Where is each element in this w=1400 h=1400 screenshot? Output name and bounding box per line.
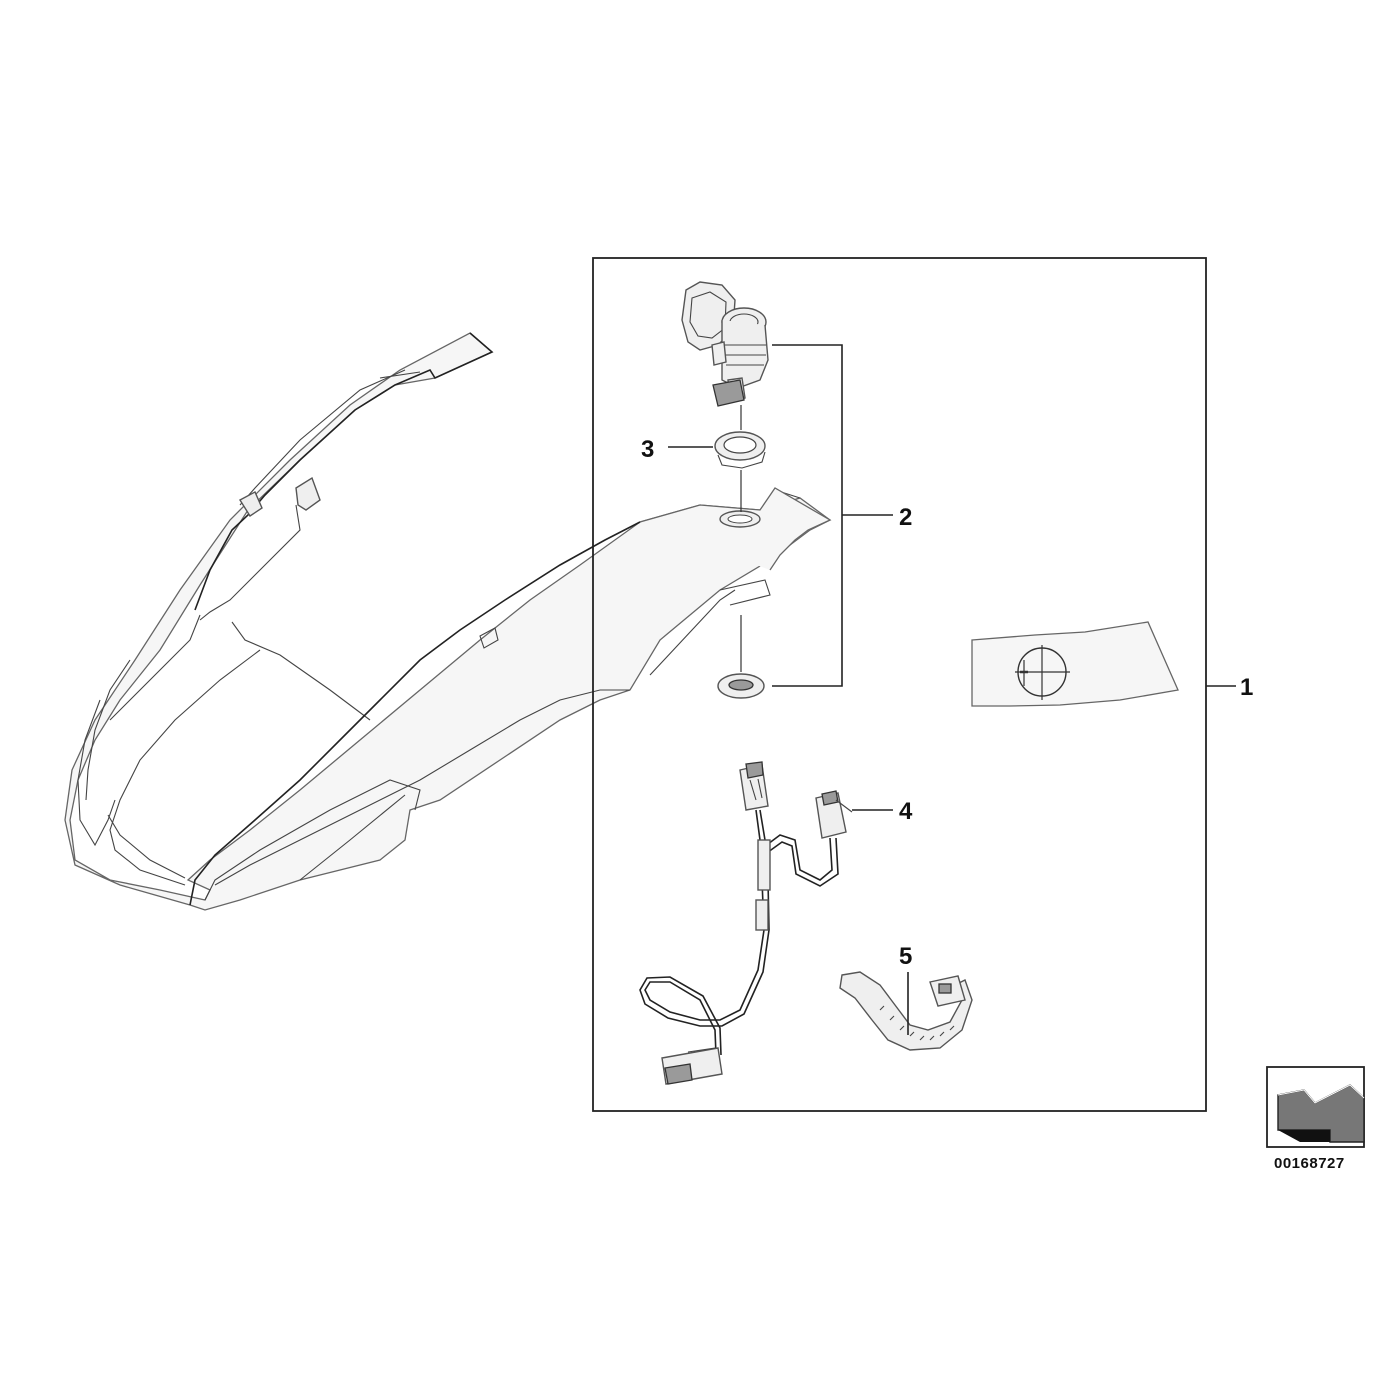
callout-2-bracket: [772, 344, 893, 687]
socket-bracket: [639, 487, 832, 571]
grommet: [717, 673, 765, 699]
mounting-ring: [714, 431, 766, 469]
callout-1: 1: [1240, 674, 1253, 701]
direction-arrow-icon: [1266, 1066, 1365, 1148]
cable-tie: [839, 971, 973, 1051]
callout-3: 3: [641, 436, 654, 463]
fairing-outline: [64, 332, 832, 911]
callout-4: 4: [899, 798, 913, 825]
wiring-harness: [639, 761, 853, 1085]
document-number: 00168727: [1274, 1155, 1345, 1172]
callout-5: 5: [899, 943, 912, 970]
callout-2: 2: [899, 504, 912, 531]
kit-group-box: [592, 257, 1207, 1112]
power-socket: [681, 281, 769, 407]
installation-template: [971, 621, 1179, 707]
